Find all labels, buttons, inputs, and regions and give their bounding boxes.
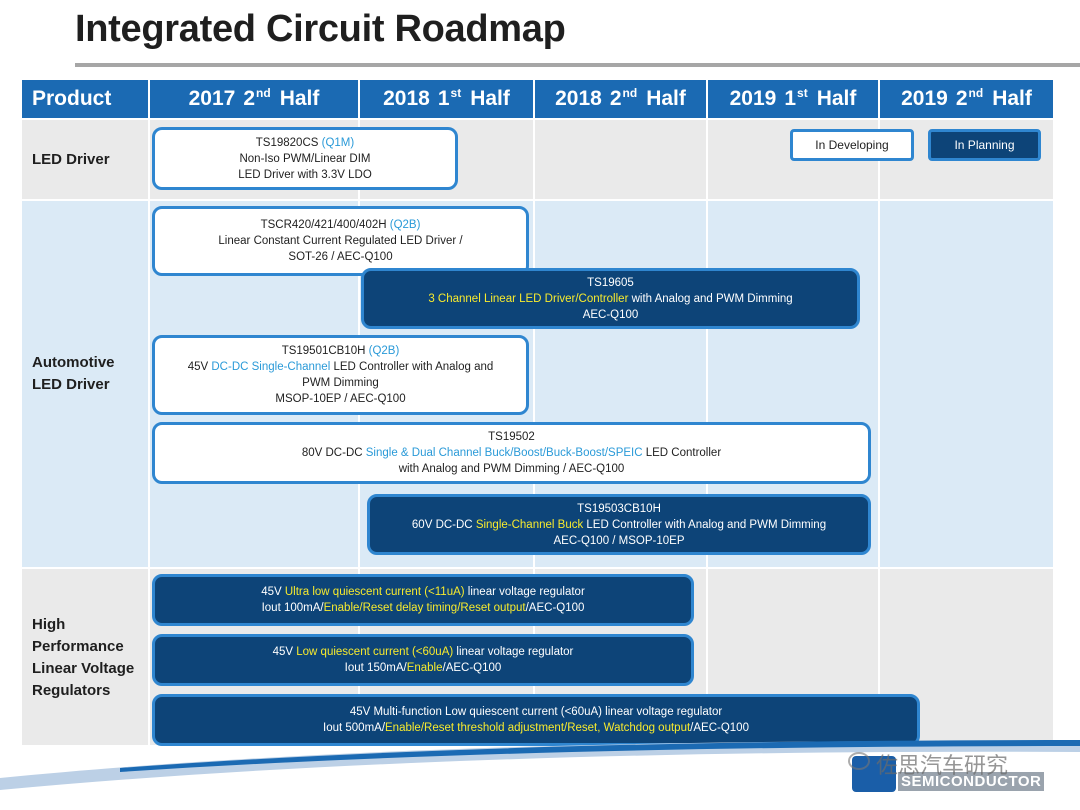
product-ts19501cb10h: TS19501CB10H (Q2B) 45V DC-DC Single-Chan… [152,335,529,415]
product-tscr420: TSCR420/421/400/402H (Q2B) Linear Consta… [152,206,529,276]
product-ts19503cb10h: TS19503CB10H 60V DC-DC Single-Channel Bu… [367,494,871,555]
row-label-regulators: High Performance Linear Voltage Regulato… [32,616,135,699]
product-regulator-150ma: 45V Low quiescent current (<60uA) linear… [152,634,694,686]
watermark-text: 佐思汽车研究 [876,754,1009,779]
header-product: Product [22,80,150,118]
product-ts19820cs: TS19820CS (Q1M) Non-Iso PWM/Linear DIM L… [152,127,458,190]
wechat-icon [848,752,870,770]
footer-swoosh [0,740,1080,790]
product-regulator-100ma: 45V Ultra low quiescent current (<11uA) … [152,574,694,626]
row-label-led-driver: LED Driver [32,151,110,168]
page-title: Integrated Circuit Roadmap [75,8,566,50]
product-ts19605: TS19605 3 Channel Linear LED Driver/Cont… [361,268,860,329]
legend-in-planning: In Planning [928,129,1041,161]
title-divider [75,63,1080,67]
logo-text: SEMICONDUCTOR [898,772,1045,791]
legend-in-developing: In Developing [790,129,914,161]
product-regulator-500ma: 45V Multi-function Low quiescent current… [152,694,920,746]
row-label-automotive: Automotive LED Driver [32,354,115,393]
company-logo: SEMICONDUCTOR [842,746,1045,798]
product-ts19502: TS19502 80V DC-DC Single & Dual Channel … [152,422,871,484]
